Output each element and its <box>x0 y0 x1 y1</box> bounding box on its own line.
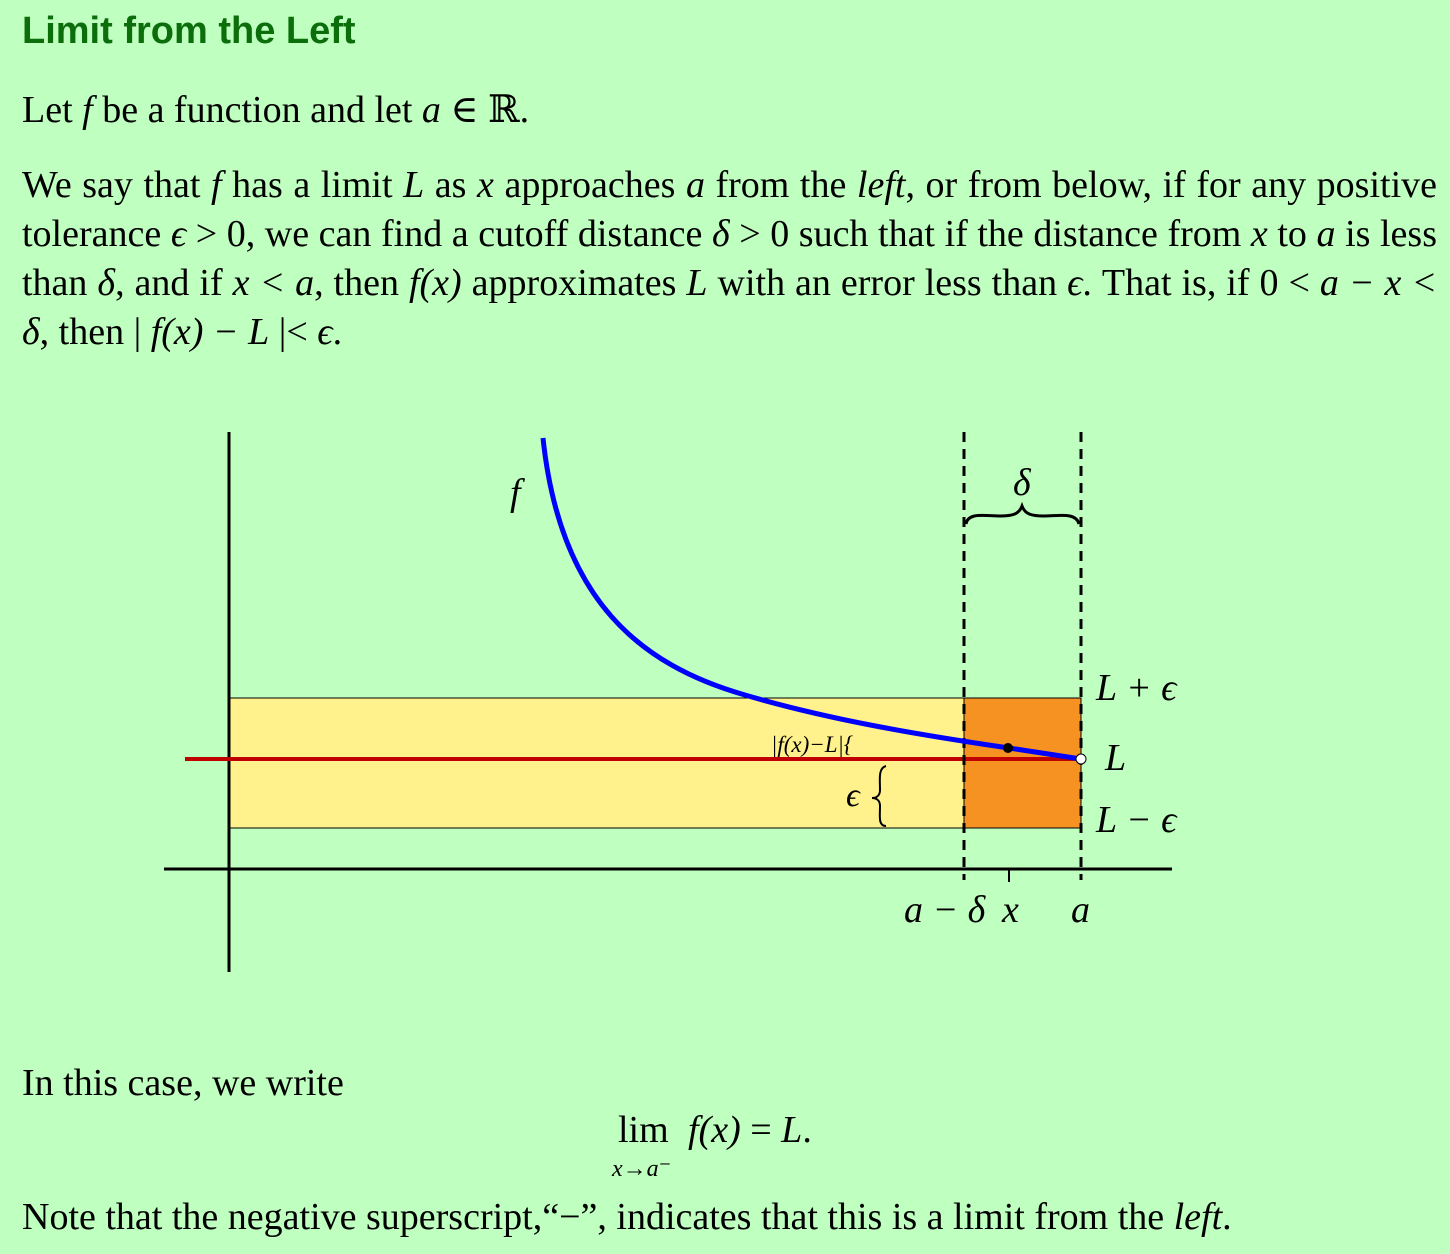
intro-paragraph: Let f be a function and let a ∈ ℝ. <box>22 89 530 131</box>
label-L-plus-eps: L + ϵ <box>1095 667 1178 709</box>
definition-paragraph: We say that f has a limit L as x approac… <box>22 164 1438 353</box>
conclusion-text: In this case, we write <box>22 1062 344 1104</box>
epsilon-brace <box>871 765 887 827</box>
label-a: a <box>1071 889 1090 931</box>
point-a-open <box>1075 753 1087 765</box>
limit-formula: lim x→a⁻ f(x) = L. <box>612 1108 872 1182</box>
formula-rhs: f(x) = L. <box>688 1109 812 1151</box>
label-delta: δ <box>1013 462 1032 504</box>
label-L-minus-eps: L − ϵ <box>1095 799 1178 841</box>
label-abs-diff: |f(x)−L|{ <box>771 732 853 757</box>
page-title: Limit from the Left <box>22 10 356 52</box>
label-epsilon: ϵ <box>846 777 861 814</box>
curve-f <box>540 437 1082 762</box>
label-x: x <box>1001 889 1019 931</box>
note-paragraph: Note that the negative superscript,“−”, … <box>22 1196 1232 1238</box>
label-L: L <box>1104 737 1126 779</box>
label-a-minus-delta: a − δ <box>904 889 987 931</box>
lim-subscript: x→a⁻ <box>612 1156 672 1182</box>
label-f: f <box>510 472 525 514</box>
delta-box <box>963 697 1082 829</box>
point-fx <box>1003 743 1013 753</box>
delta-brace <box>964 501 1081 525</box>
lim-operator: lim <box>618 1109 669 1151</box>
